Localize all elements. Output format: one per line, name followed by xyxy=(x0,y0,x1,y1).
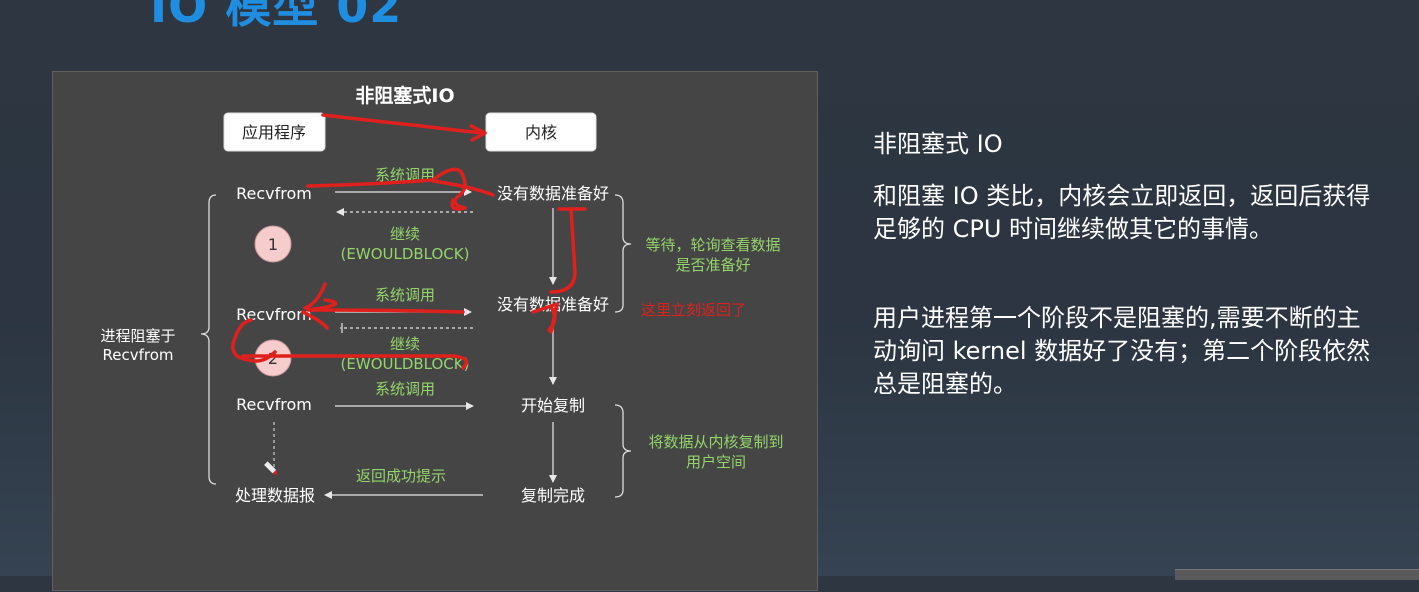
kernel-box-label: 内核 xyxy=(525,123,557,142)
wait-note-2: 是否准备好 xyxy=(675,256,750,274)
recvfrom-3: Recvfrom xyxy=(236,395,312,414)
app-box xyxy=(223,112,326,152)
step-2-number: 2 xyxy=(268,349,278,368)
red-scribbles xyxy=(231,113,587,370)
continue-2: 继续 xyxy=(390,335,420,353)
video-thumbnail xyxy=(1175,569,1419,580)
blocked-brace xyxy=(200,194,217,485)
pencil-icon xyxy=(264,461,278,476)
step-1-number: 1 xyxy=(268,235,278,254)
process-data: 处理数据报 xyxy=(235,486,315,505)
slide-title: IO 模型 02 xyxy=(150,0,403,33)
recvfrom-1: Recvfrom xyxy=(236,184,312,203)
syscall-label-3: 系统调用 xyxy=(375,380,435,398)
copy-brace xyxy=(614,404,632,498)
syscall-label-2: 系统调用 xyxy=(375,286,435,304)
side-paragraph-1: 和阻塞 IO 类比，内核会立即返回，返回后获得足够的 CPU 时间继续做其它的事… xyxy=(873,182,1371,243)
app-box-label: 应用程序 xyxy=(242,123,306,142)
side-paragraph-2: 用户进程第一个阶段不是阻塞的,需要不断的主动询问 kernel 数据好了没有；第… xyxy=(873,304,1371,398)
wait-note-1: 等待，轮询查看数据 xyxy=(645,236,780,254)
blocked-label-2: Recvfrom xyxy=(102,346,173,364)
recvfrom-2: Recvfrom xyxy=(236,305,312,324)
copy-done: 复制完成 xyxy=(521,486,585,505)
copy-note-1: 将数据从内核复制到 xyxy=(648,433,783,451)
step-1-circle xyxy=(254,225,292,263)
diagram-title: 非阻塞式IO xyxy=(355,84,454,107)
blocked-label-1: 进程阻塞于 xyxy=(100,327,175,345)
start-copy: 开始复制 xyxy=(521,396,585,415)
copy-note-2: 用户空间 xyxy=(686,453,746,471)
ewouldblock-1: (EWOULDBLOCK) xyxy=(341,245,470,263)
ewouldblock-2: (EWOULDBLOCK) xyxy=(341,355,470,373)
red-annotation: 这里立刻返回了 xyxy=(641,301,746,319)
not-ready-1: 没有数据准备好 xyxy=(497,184,609,203)
step-2-circle xyxy=(254,339,292,377)
wait-brace xyxy=(614,194,632,313)
return-ok-label: 返回成功提示 xyxy=(356,467,446,485)
nonblocking-io-diagram: 非阻塞式IO 应用程序 内核 进程阻塞于 Recvfrom 系统调用 Recvf… xyxy=(52,71,818,591)
continue-1: 继续 xyxy=(390,225,420,243)
side-heading: 非阻塞式 IO xyxy=(873,130,1003,158)
